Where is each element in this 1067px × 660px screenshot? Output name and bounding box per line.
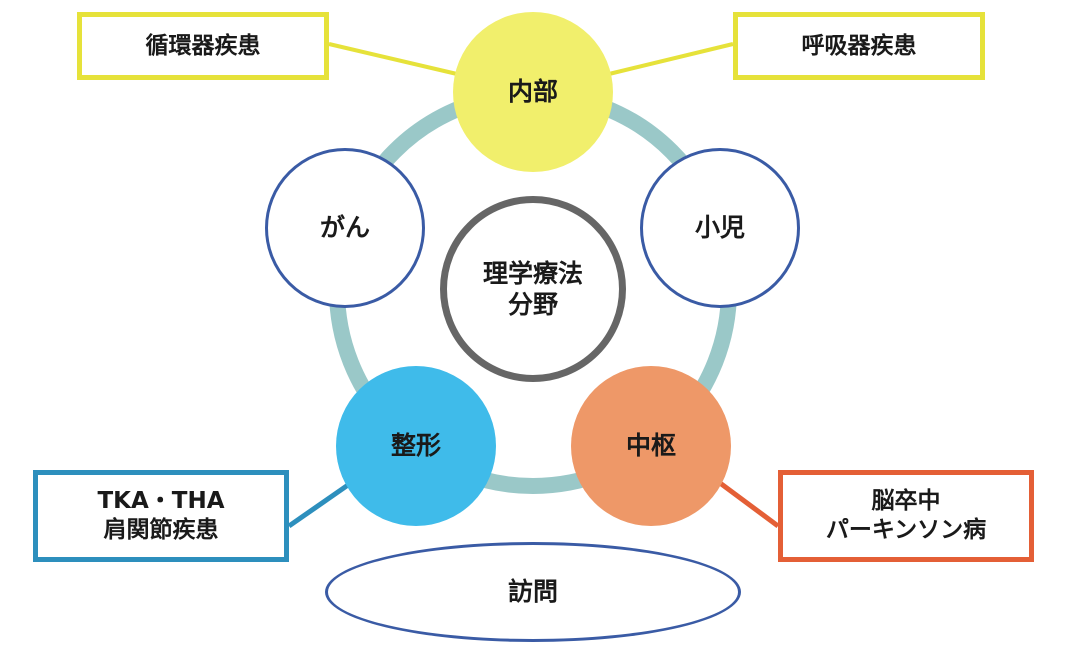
connector-resp xyxy=(608,42,734,76)
cardiovascular-label: 循環器疾患 xyxy=(145,32,261,59)
pediatric-label: 小児 xyxy=(694,213,745,243)
internal-node: 内部 xyxy=(453,12,613,172)
center-node: 理学療法 分野 xyxy=(440,196,626,382)
center-label: 理学療法 分野 xyxy=(482,258,583,319)
connector-ortho xyxy=(287,482,350,529)
orthopedic-label: 整形 xyxy=(390,431,441,461)
pediatric-node: 小児 xyxy=(640,148,800,308)
internal-label: 内部 xyxy=(507,77,558,107)
connector-cns xyxy=(718,480,780,529)
respiratory-box: 呼吸器疾患 xyxy=(733,12,985,80)
connector-cardio xyxy=(328,42,458,76)
visit-ellipse: 訪問 xyxy=(325,542,741,642)
orthopedic-detail-box: TKA・THA 肩関節疾患 xyxy=(33,470,289,562)
orthopedic-detail-label: TKA・THA 肩関節疾患 xyxy=(97,488,225,543)
visit-label: 訪問 xyxy=(507,577,558,607)
orthopedic-node: 整形 xyxy=(336,366,496,526)
cancer-node: がん xyxy=(265,148,425,308)
central-label: 中枢 xyxy=(625,431,676,461)
central-node: 中枢 xyxy=(571,366,731,526)
central-detail-box: 脳卒中 パーキンソン病 xyxy=(778,470,1034,562)
respiratory-label: 呼吸器疾患 xyxy=(801,32,917,59)
cancer-label: がん xyxy=(319,213,370,243)
central-detail-label: 脳卒中 パーキンソン病 xyxy=(825,488,987,543)
cardiovascular-box: 循環器疾患 xyxy=(77,12,329,80)
